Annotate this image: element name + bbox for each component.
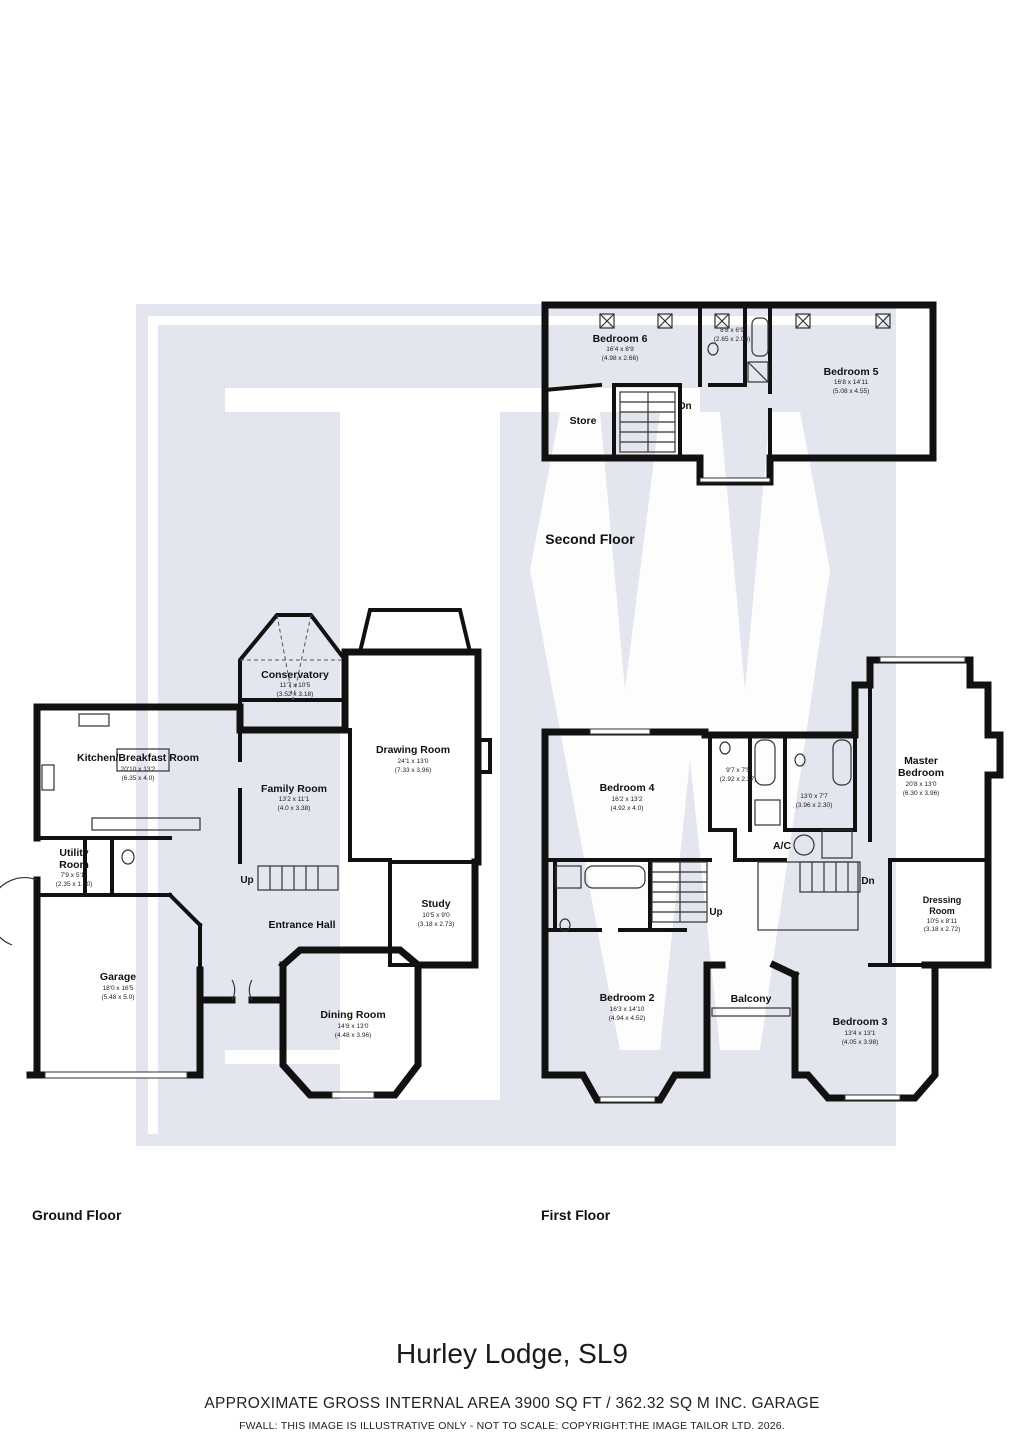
- stairs-label-ff-down: Dn: [861, 876, 874, 887]
- stairs-second-floor: [619, 391, 676, 453]
- room-metric-dressing: (3.18 x 2.72): [924, 926, 961, 933]
- bathtub-icon: [584, 739, 852, 889]
- room-dims-bedroom-5: 16'8 x 14'11: [834, 379, 869, 386]
- room-dims-sf-bath: 8'8 x 6'9: [720, 327, 744, 334]
- room-name-drawing: Drawing Room: [376, 744, 450, 756]
- room-dims-dressing: 10'5 x 8'11: [927, 918, 958, 925]
- room-metric-conservatory: (3.52 x 3.18): [277, 691, 314, 698]
- room-dims-bedroom-2: 16'3 x 14'10: [610, 1006, 645, 1013]
- sink-icon: [78, 713, 110, 727]
- room-metric-drawing: (7.33 x 3.96): [395, 767, 432, 774]
- toilet-icon: [559, 741, 815, 932]
- door-swing-icon: [0, 877, 253, 1001]
- room-metric-sf-bath: (2.65 x 2.06): [714, 336, 751, 343]
- room-dims-garage: 18'0 x 16'5: [102, 985, 133, 992]
- window: [589, 728, 651, 735]
- room-metric-utility: (2.35 x 1.80): [56, 881, 93, 888]
- window: [599, 1096, 656, 1103]
- garage-door: [44, 1071, 188, 1079]
- kitchen-island: [91, 748, 201, 831]
- room-dims-kitchen: 20'10 x 13'2: [121, 766, 156, 773]
- room-name-bedroom-5: Bedroom 5: [824, 366, 879, 378]
- room-metric-ff-bath-1: (2.92 x 2.27): [720, 776, 757, 783]
- toilet-icon: [121, 849, 135, 865]
- shower-icon: [747, 361, 769, 383]
- room-name-garage: Garage: [100, 971, 136, 983]
- room-metric-master: (6.30 x 3.96): [903, 790, 940, 797]
- skylights: [599, 313, 891, 329]
- room-dims-utility: 7'9 x 5'11: [61, 872, 88, 879]
- room-dims-ff-bath-2: 13'0 x 7'7: [800, 793, 828, 800]
- room-name-bedroom-4: Bedroom 4: [600, 782, 655, 794]
- gross-area-text: APPROXIMATE GROSS INTERNAL AREA 3900 SQ …: [204, 1395, 820, 1412]
- room-dims-drawing: 24'1 x 13'0: [397, 758, 428, 765]
- room-metric-bedroom-2: (4.94 x 4.52): [609, 1015, 646, 1022]
- window: [844, 1094, 901, 1101]
- property-title: Hurley Lodge, SL9: [396, 1338, 628, 1369]
- room-metric-ff-bath-2: (3.96 x 2.30): [796, 802, 833, 809]
- room-name-dressing: Dressing: [923, 895, 962, 905]
- room-metric-study: (3.18 x 2.73): [418, 921, 455, 928]
- room-name-bedroom-6: Bedroom 6: [593, 333, 648, 345]
- room-name-ac: A/C: [773, 840, 792, 852]
- stairs-label-sf-down: Dn: [678, 401, 691, 412]
- disclaimer-text: FWALL: THIS IMAGE IS ILLUSTRATIVE ONLY -…: [239, 1420, 785, 1432]
- first-floor-plan: Bedroom 4 16'2 x 13'2 (4.92 x 4.0) 9'7 x…: [541, 656, 1004, 1223]
- room-metric-bedroom-3: (4.05 x 3.98): [842, 1039, 879, 1046]
- room-dims-bedroom-3: 13'4 x 13'1: [844, 1030, 875, 1037]
- room-metric-dining: (4.48 x 3.96): [335, 1032, 372, 1039]
- room-name-master-2: Bedroom: [898, 767, 944, 779]
- room-metric-bedroom-6: (4.98 x 2.66): [602, 355, 639, 362]
- room-name-utility-2: Room: [59, 859, 89, 871]
- stairs-label-ff-up: Up: [709, 907, 722, 918]
- floor-label-second: Second Floor: [545, 531, 635, 547]
- room-dims-bedroom-4: 16'2 x 13'2: [611, 796, 642, 803]
- room-metric-family: (4.0 x 3.38): [278, 805, 311, 812]
- ground-floor-plan: Conservatory 11'7 x 10'5 (3.52 x 3.18) K…: [0, 608, 492, 1223]
- room-name-study: Study: [421, 898, 450, 910]
- room-name-family: Family Room: [261, 783, 327, 795]
- room-name-bedroom-3: Bedroom 3: [833, 1016, 888, 1028]
- room-metric-garage: (5.48 x 5.0): [102, 994, 135, 1001]
- room-metric-bedroom-5: (5.08 x 4.55): [833, 388, 870, 395]
- room-name-store: Store: [570, 415, 597, 427]
- room-metric-bedroom-4: (4.92 x 4.0): [611, 805, 644, 812]
- toilet-icon: [707, 342, 719, 356]
- stairs-first-floor: [651, 861, 861, 931]
- window: [331, 1091, 375, 1099]
- shower-icon: [555, 799, 853, 889]
- room-dims-study: 10'5 x 9'0: [422, 912, 450, 919]
- room-name-master: Master: [904, 755, 938, 767]
- bathtub-icon: [751, 317, 769, 357]
- room-dims-conservatory: 11'7 x 10'5: [280, 682, 311, 689]
- floor-label-first: First Floor: [541, 1207, 611, 1223]
- room-name-bedroom-2: Bedroom 2: [600, 992, 655, 1004]
- room-name-dining: Dining Room: [320, 1009, 385, 1021]
- room-name-entrance: Entrance Hall: [268, 919, 335, 931]
- stairs-ground-floor: [257, 865, 339, 891]
- room-dims-dining: 14'8 x 13'0: [337, 1023, 368, 1030]
- second-floor-plan: Bedroom 6 16'4 x 8'9 (4.98 x 2.66) 8'8 x…: [541, 301, 937, 547]
- room-dims-family: 13'2 x 11'1: [279, 796, 310, 803]
- room-name-balcony: Balcony: [731, 993, 772, 1005]
- room-name-kitchen: Kitchen/Breakfast Room: [77, 752, 199, 764]
- window: [699, 477, 771, 483]
- room-name-conservatory: Conservatory: [261, 669, 329, 681]
- room-metric-kitchen: (6.35 x 4.0): [122, 775, 155, 782]
- room-dims-master: 20'8 x 13'0: [905, 781, 936, 788]
- hob-icon: [41, 764, 55, 791]
- stairs-label-gf-up: Up: [240, 875, 253, 886]
- room-name-utility: Utility: [59, 847, 88, 859]
- window: [879, 656, 966, 663]
- room-name-dressing-2: Room: [929, 906, 955, 916]
- floor-label-ground: Ground Floor: [32, 1207, 122, 1223]
- room-dims-bedroom-6: 16'4 x 8'9: [606, 346, 634, 353]
- room-dims-ff-bath-1: 9'7 x 7'5: [726, 767, 750, 774]
